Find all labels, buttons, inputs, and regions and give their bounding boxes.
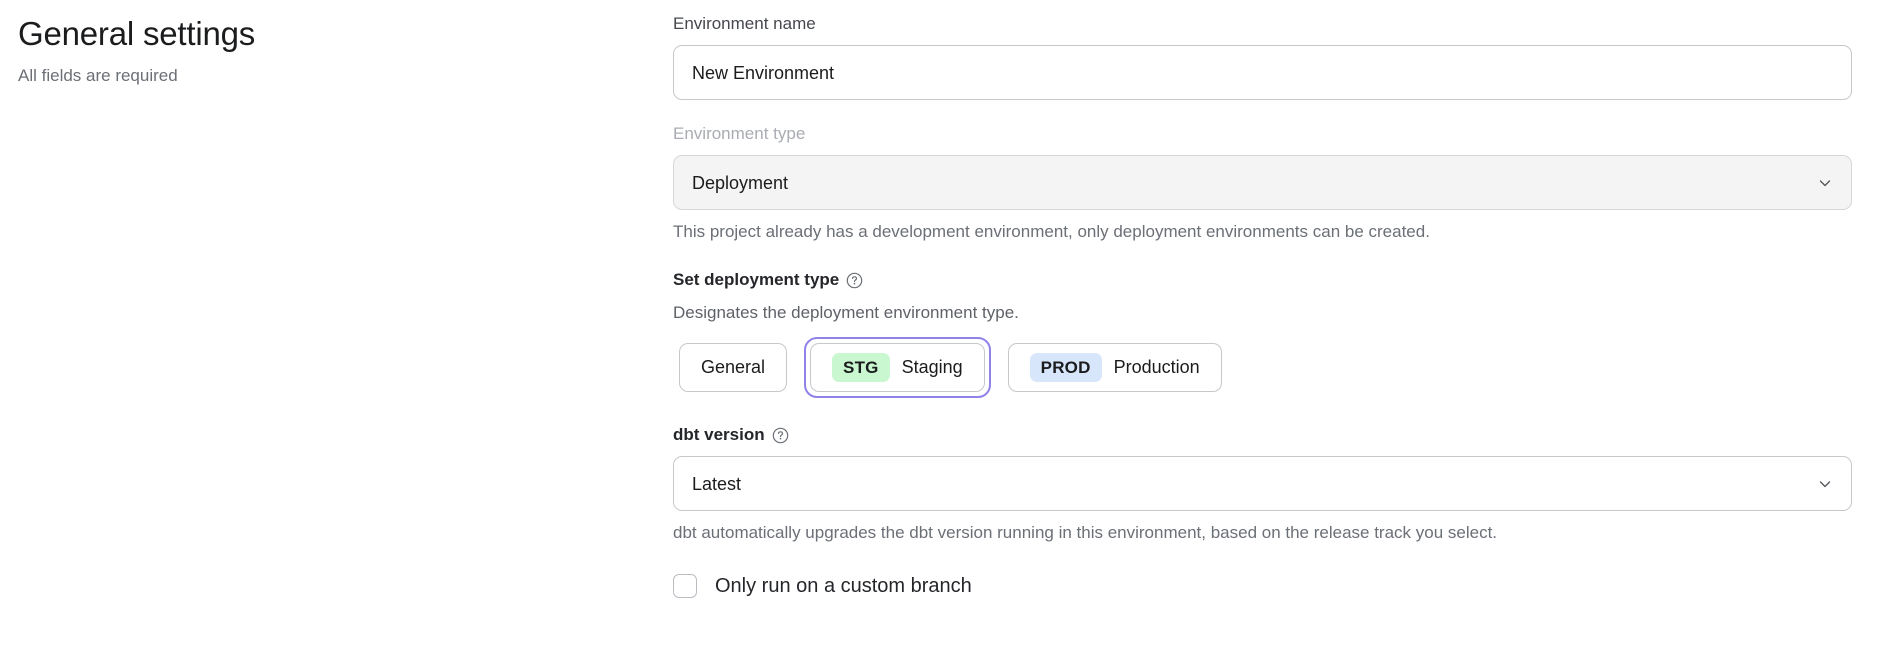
- deployment-option-production-label: Production: [1113, 357, 1200, 378]
- dbt-version-helper: dbt automatically upgrades the dbt versi…: [673, 523, 1498, 543]
- deployment-option-staging-label: Staging: [901, 357, 963, 378]
- field-environment-name: Environment name New Environment: [673, 13, 1852, 101]
- deployment-option-staging-wrap: STG Staging: [804, 337, 991, 399]
- environment-type-value: Deployment: [692, 172, 789, 193]
- settings-header: General settings All fields are required: [18, 14, 638, 87]
- page-title: General settings: [18, 15, 256, 52]
- deployment-type-label-text: Set deployment type: [673, 270, 840, 290]
- help-circle-icon[interactable]: [846, 272, 863, 289]
- field-environment-type: Environment type Deployment This project…: [673, 123, 1852, 244]
- deployment-type-description: Designates the deployment environment ty…: [673, 303, 1019, 323]
- staging-tag: STG: [832, 353, 890, 383]
- environment-name-label: Environment name: [673, 14, 816, 33]
- general-settings-form: Environment name New Environment Environ…: [673, 13, 1852, 599]
- dbt-version-label-text: dbt version: [673, 425, 765, 445]
- deployment-option-production-wrap: PROD Production: [1002, 337, 1228, 398]
- custom-branch-label: Only run on a custom branch: [715, 575, 972, 598]
- chevron-down-icon: [1817, 175, 1833, 191]
- custom-branch-checkbox[interactable]: [673, 574, 697, 599]
- deployment-option-staging[interactable]: STG Staging: [810, 343, 985, 393]
- dbt-version-select[interactable]: Latest: [673, 456, 1852, 512]
- deployment-type-label: Set deployment type: [673, 269, 1852, 291]
- production-tag: PROD: [1029, 353, 1102, 383]
- environment-name-input[interactable]: New Environment: [673, 45, 1852, 101]
- deployment-type-option-group: General STG Staging PROD Production: [673, 337, 1852, 399]
- environment-type-helper: This project already has a development e…: [673, 222, 1430, 242]
- deployment-option-general[interactable]: General: [679, 343, 788, 393]
- field-deployment-type: Set deployment type Designates the deplo…: [673, 269, 1852, 399]
- environment-type-label: Environment type: [673, 124, 806, 144]
- field-custom-branch[interactable]: Only run on a custom branch: [673, 574, 1852, 599]
- help-circle-icon[interactable]: [772, 427, 789, 444]
- dbt-version-label: dbt version: [673, 424, 1852, 446]
- environment-name-value: New Environment: [692, 62, 835, 83]
- chevron-down-icon: [1817, 476, 1833, 492]
- deployment-option-production[interactable]: PROD Production: [1007, 343, 1222, 393]
- field-dbt-version: dbt version Latest dbt automatica: [673, 424, 1852, 545]
- deployment-option-general-label: General: [701, 357, 766, 378]
- dbt-version-value: Latest: [692, 473, 742, 494]
- deployment-option-general-wrap: General: [673, 337, 793, 398]
- environment-type-select: Deployment: [673, 155, 1852, 211]
- page-subtitle: All fields are required: [18, 65, 178, 85]
